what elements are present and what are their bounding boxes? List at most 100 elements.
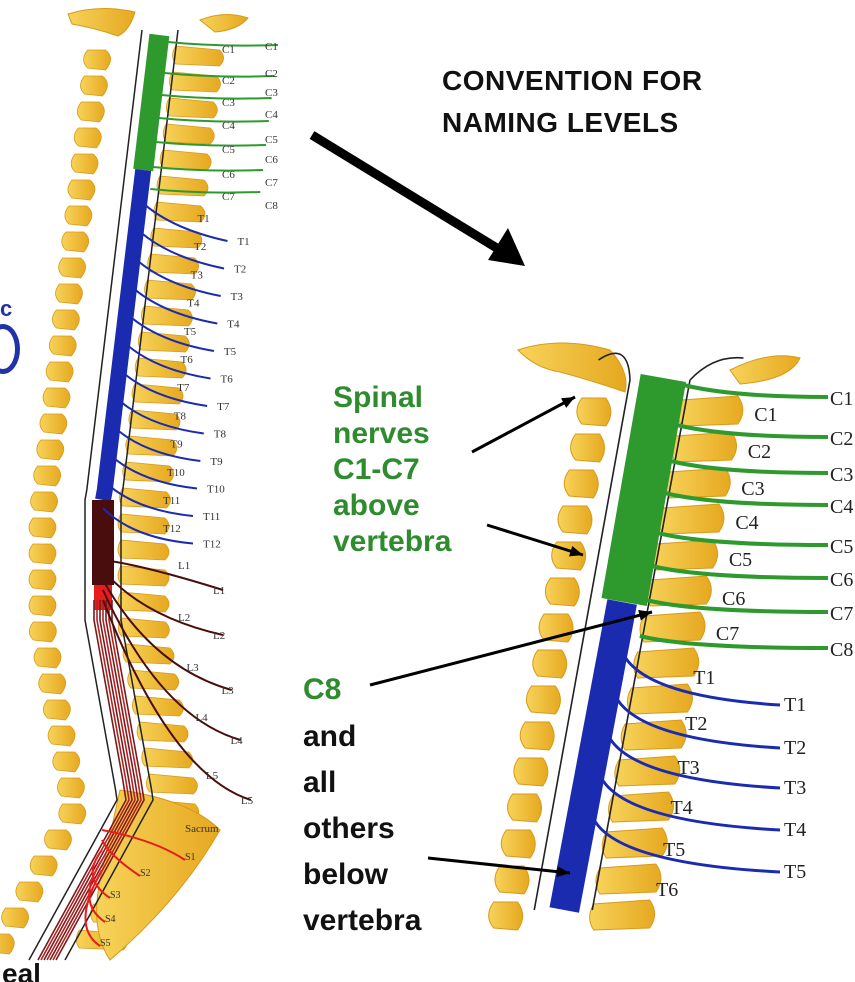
right-nerve-label-cervical: C8 (830, 639, 853, 661)
left-vertebra-process (173, 46, 224, 66)
right-vertebra-body (489, 902, 523, 930)
left-vertebra-body (31, 492, 58, 512)
cropped-edge-label: c (0, 296, 12, 322)
diagram-title: CONVENTION FOR NAMING LEVELS (442, 60, 703, 144)
left-nerve-label-lumbar: L3 (221, 685, 234, 697)
right-vertebra-label-cervical: C4 (735, 512, 758, 534)
annotation-line: all (303, 760, 421, 806)
annotation-line: Spinal (333, 380, 451, 416)
left-nerve-label-thoracic: T4 (227, 319, 240, 331)
left-nerve-label-lumbar: L5 (241, 795, 254, 807)
right-vertebra-body (520, 722, 554, 750)
left-nerve-label-thoracic: T6 (221, 374, 234, 386)
left-nerve-label-cervical: C8 (265, 200, 278, 212)
left-nerve-label-thoracic: T7 (217, 401, 230, 413)
right-nerve-label-thoracic: T1 (784, 694, 806, 716)
left-nerve-label-lumbar: L4 (230, 735, 243, 747)
left-vertebra-body (57, 778, 84, 798)
left-vertebra-process (163, 124, 214, 144)
right-vertebra-process (615, 756, 680, 786)
skull-base (68, 8, 135, 36)
right-vertebra-body (533, 650, 567, 678)
left-vertebra-label-lumbar: L5 (206, 770, 219, 782)
left-nerve-label-thoracic: T11 (203, 511, 220, 523)
left-vertebra-body (16, 882, 43, 902)
right-vertebra-process (653, 540, 718, 570)
right-nerve-label-thoracic: T3 (784, 777, 806, 799)
left-vertebra-label-cervical: C5 (222, 144, 235, 156)
left-vertebra-body (80, 76, 107, 96)
left-vertebra-body (29, 622, 56, 642)
right-vertebra-label-cervical: C3 (741, 478, 764, 500)
left-label-sacral: S2 (140, 868, 151, 879)
left-vertebra-label-lumbar: L3 (186, 662, 199, 674)
right-nerve-label-thoracic: T2 (784, 737, 806, 759)
right-nerve-label-cervical: C4 (830, 496, 853, 518)
left-vertebra-process (118, 566, 169, 586)
right-vertebra-label-thoracic: T1 (693, 667, 715, 689)
left-vertebra-label-lumbar: L2 (178, 612, 190, 624)
left-vertebra-body (45, 830, 72, 850)
right-vertebra-body (526, 686, 560, 714)
left-vertebra-process (160, 150, 211, 170)
left-vertebra-process (126, 436, 177, 456)
left-vertebra-body (74, 128, 101, 148)
right-vertebra-label-cervical: C5 (729, 549, 752, 571)
left-vertebra-body (34, 648, 61, 668)
right-vertebra-label-thoracic: T4 (670, 797, 692, 819)
left-vertebra-label-lumbar: L4 (195, 712, 208, 724)
right-vertebra-body (501, 830, 535, 858)
left-nerve-label-cervical: C4 (265, 109, 278, 121)
right-vertebra-label-thoracic: T5 (663, 839, 685, 861)
left-vertebra-process (146, 774, 197, 794)
left-vertebra-process (166, 98, 217, 118)
left-nerve-label-thoracic: T10 (207, 484, 225, 496)
left-vertebra-body (62, 232, 89, 252)
skull-base (518, 343, 626, 392)
left-nerve-label-cervical: C1 (265, 41, 278, 53)
right-nerve-label-thoracic: T4 (784, 819, 806, 841)
annotation-others-below: and all others below vertebra (303, 714, 421, 944)
left-vertebra-body (30, 856, 57, 876)
arrow-c1-shaft (472, 397, 575, 452)
left-vertebra-body (0, 934, 14, 954)
right-vertebra-process (659, 504, 724, 534)
right-nerve-label-cervical: C7 (830, 603, 853, 625)
left-vertebra-body (29, 596, 56, 616)
left-vertebra-body (29, 570, 56, 590)
cervical-nerve (684, 385, 828, 397)
left-vertebra-body (49, 336, 76, 356)
left-vertebra-process (135, 358, 186, 378)
left-nerve-label-thoracic: T1 (237, 236, 249, 248)
left-nerve-label-thoracic: T8 (214, 429, 227, 441)
left-nerve-label-cervical: C7 (265, 177, 278, 189)
left-vertebra-label-thoracic: T12 (163, 523, 181, 535)
right-vertebra-body (577, 398, 611, 426)
left-nerve-label-thoracic: T5 (224, 346, 237, 358)
left-vertebra-body (84, 50, 111, 70)
left-vertebra-body (77, 102, 104, 122)
annotation-line: and (303, 714, 421, 760)
left-nerve-label-thoracic: T2 (234, 264, 246, 276)
left-label-sacral: S3 (110, 890, 121, 901)
left-nerve-label-thoracic: T12 (203, 539, 221, 551)
right-vertebra-process (627, 684, 692, 714)
left-vertebra-body (59, 258, 86, 278)
left-vertebra-process (138, 332, 189, 352)
right-vertebra-process (590, 900, 655, 930)
left-vertebra-process (123, 644, 174, 664)
right-vertebra-process (602, 828, 667, 858)
left-vertebra-label-thoracic: T11 (163, 495, 180, 507)
right-vertebra-body (564, 470, 598, 498)
left-vertebra-label-thoracic: T5 (184, 326, 197, 338)
annotation-line: below (303, 852, 421, 898)
left-vertebra-label-thoracic: T8 (174, 410, 187, 422)
right-vertebra-label-thoracic: T3 (677, 757, 699, 779)
left-vertebra-process (137, 722, 188, 742)
left-vertebra-body (53, 752, 80, 772)
annotation-line: above (333, 488, 451, 524)
left-vertebra-body (43, 700, 70, 720)
right-nerve-label-cervical: C1 (830, 388, 853, 410)
right-vertebra-body (571, 434, 605, 462)
